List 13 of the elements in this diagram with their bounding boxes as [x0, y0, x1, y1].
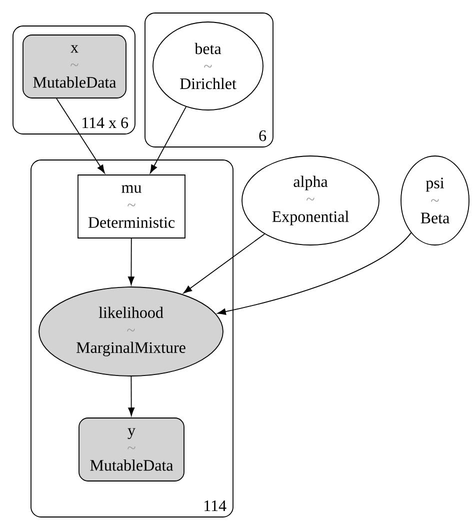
arrow [128, 376, 135, 416]
ellipse-node: likelihood ~ MarginalMixture [38, 286, 224, 376]
arrow [56, 98, 105, 174]
ellipse-node: alpha ~ Exponential [242, 156, 380, 246]
rectangle-box: mu ~ Deterministic [78, 174, 186, 238]
arrow [217, 232, 412, 315]
ellipse-node: psi ~ Beta [400, 156, 470, 246]
arrow [183, 234, 266, 294]
arrow [150, 106, 186, 174]
arrow [128, 238, 134, 286]
ellipse-node: beta ~ Dirichlet [152, 22, 264, 110]
rounded-box: y ~ MutableData [78, 418, 184, 482]
rounded-box: x ~ MutableData [22, 34, 126, 98]
